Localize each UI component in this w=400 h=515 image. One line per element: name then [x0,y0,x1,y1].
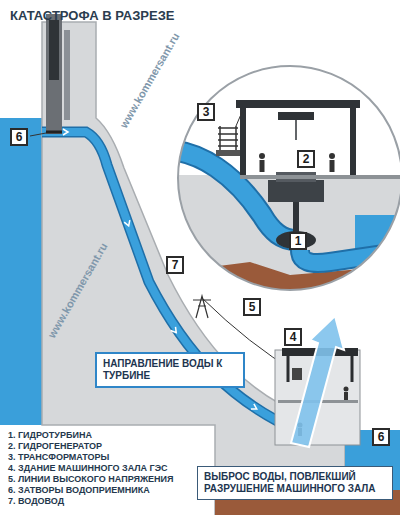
legend-text: 5. ЛИНИИ ВЫСОКОГО НАПРЯЖЕНИЯ [8,474,173,484]
callout-box: НАПРАВЛЕНИЕ ВОДЫ К ТУРБИНЕ [95,352,245,388]
callout-text: 7 [172,259,179,271]
inset-content [216,150,240,156]
inset-content [170,262,400,300]
powerhouse [292,368,302,380]
callout-number: 1 [289,232,307,250]
power-pylon [193,296,211,318]
flow-arrow [63,129,68,135]
inset-content [260,160,265,172]
callout-number: 7 [166,256,184,274]
inset-content [350,108,356,178]
callout-text: 1 [295,235,302,247]
inset-content [300,250,400,263]
callout-text: НАПРАВЛЕНИЕ ВОДЫ К ТУРБИНЕ [103,358,237,382]
legend-entry: 6. ЗАТВОРЫ ВОДОПРИЕМНИКА [8,485,150,496]
callout-box: ВЫБРОС ВОДЫ, ПОВЛЕКШИЙ РАЗРУШЕНИЕ МАШИНН… [197,466,393,500]
inset-content [276,231,316,249]
legend-entry: 1. ГИДРОТУРБИНА [8,430,92,441]
reservoir [0,118,44,425]
leader-line [30,133,46,136]
inset-view [165,66,400,300]
callout-number: 5 [243,298,261,316]
callout-number: 6 [372,428,390,446]
callout-text: 6 [378,431,385,443]
callout-number: 4 [284,328,302,346]
callout-text: 4 [290,331,297,343]
leader-line [30,133,46,136]
watermark: www.kommersant.ru [117,31,182,131]
powerhouse [344,392,348,400]
legend-text: 1. ГИДРОТУРБИНА [8,430,92,440]
legend-entry: 4. ЗДАНИЕ МАШИННОГО ЗАЛА ГЭС [8,463,168,474]
callout-number: 6 [10,128,28,146]
callout-text: 2 [303,153,310,165]
inset-view [178,66,400,290]
intake-gate [46,131,62,134]
diagram-title: КАТАСТРОФА В РАЗРЕЗЕ [10,8,174,23]
inset-content [330,160,335,172]
inset-content [278,112,314,120]
inset-content [218,126,238,150]
power-pylon [193,296,211,318]
legend-entry: 2. ГИДРОГЕНЕРАТОР [8,441,102,452]
legend-entry: 5. ЛИНИИ ВЫСОКОГО НАПРЯЖЕНИЯ [8,474,173,485]
inset-content [236,112,242,126]
powerhouse [344,387,349,392]
flow-arrow [171,327,179,335]
legend-text: 3. ТРАНСФОРМАТОРЫ [8,452,109,462]
inset-content [295,120,297,140]
callout-text: ВЫБРОС ВОДЫ, ПОВЛЕКШИЙ РАЗРУШЕНИЕ МАШИНН… [204,471,386,495]
inset-content [268,180,324,202]
inset-content [240,175,400,179]
callout-number: 2 [297,150,315,168]
callout-text: 6 [16,131,23,143]
intake-gate [49,20,59,80]
callout-text: 5 [249,301,256,313]
inset-content [236,100,360,108]
intake-gate [46,14,70,134]
legend-entry: 7. ВОДОВОД [8,496,64,507]
inset-content [259,153,265,159]
legend-entry: 3. ТРАНСФОРМАТОРЫ [8,452,109,463]
inset-content [240,108,246,178]
inset-content [165,100,400,300]
callout-text: 3 [203,106,210,118]
flow-arrow [251,404,258,412]
inset-content [300,250,400,263]
reservoir [0,118,44,425]
legend-text: 4. ЗДАНИЕ МАШИННОГО ЗАЛА ГЭС [8,463,168,473]
legend-text: 6. ЗАТВОРЫ ВОДОПРИЕМНИКА [8,485,150,495]
flow-arrow [124,220,131,227]
legend-text: 7. ВОДОВОД [8,496,64,506]
legend-text: 2. ГИДРОГЕНЕРАТОР [8,441,102,451]
intake-gate [64,30,70,120]
intake-gate [46,14,62,134]
inset-content [329,153,335,159]
callout-number: 3 [197,103,215,121]
inset-content [293,200,299,234]
